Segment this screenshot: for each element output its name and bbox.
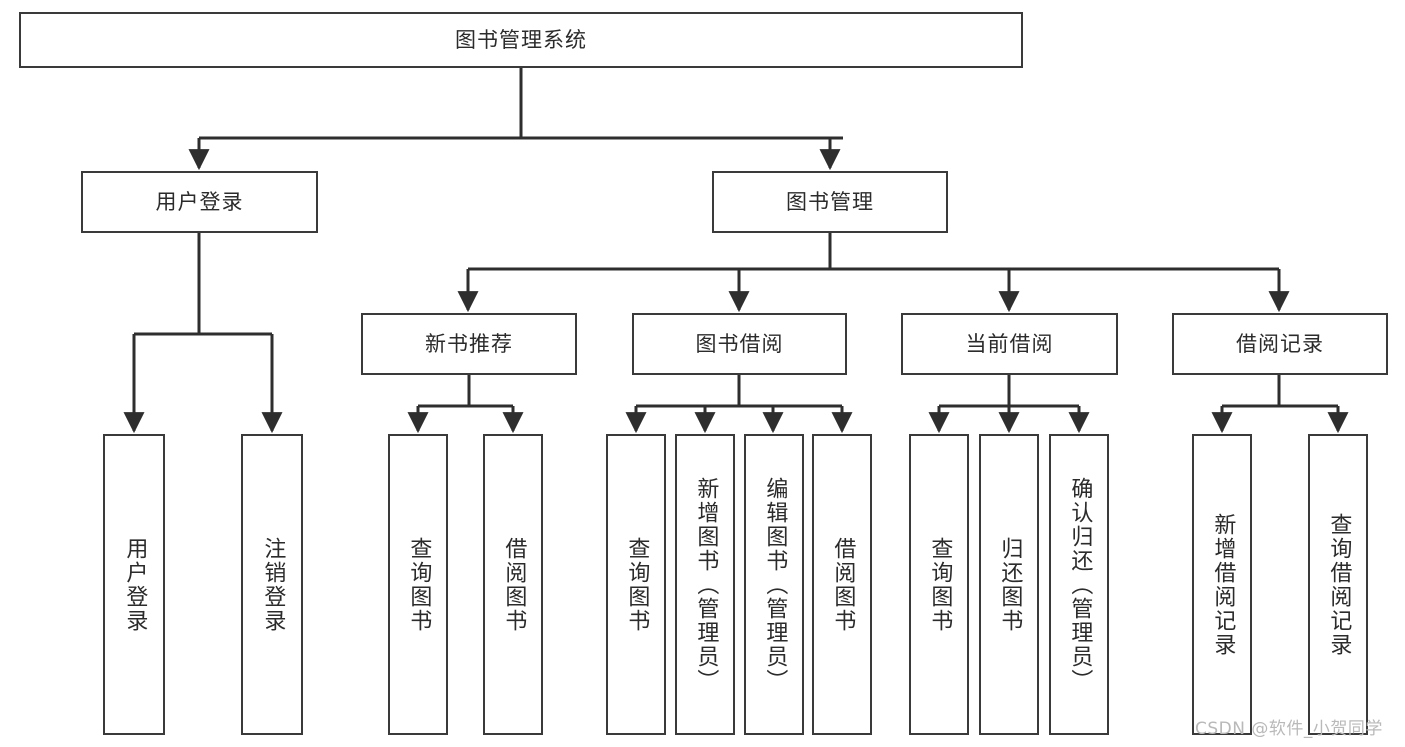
leaf-add-book-label: 新增图书（管理员） xyxy=(693,476,719,693)
node-book-borrow-label: 图书借阅 xyxy=(695,331,784,356)
leaf-query-book-c[interactable]: 查询图书 xyxy=(909,434,969,735)
leaf-query-book-a[interactable]: 查询图书 xyxy=(388,434,448,735)
leaf-user-login[interactable]: 用户登录 xyxy=(103,434,165,735)
node-user-login-label: 用户登录 xyxy=(155,189,244,214)
leaf-logout-label: 注销登录 xyxy=(260,536,286,633)
node-new-book-recommend[interactable]: 新书推荐 xyxy=(361,313,577,375)
leaf-query-record-label: 查询借阅记录 xyxy=(1326,512,1352,657)
leaf-query-book-a-label: 查询图书 xyxy=(406,536,432,633)
leaf-add-book[interactable]: 新增图书（管理员） xyxy=(675,434,735,735)
leaf-borrow-book-b[interactable]: 借阅图书 xyxy=(812,434,872,735)
leaf-borrow-book-b-label: 借阅图书 xyxy=(830,536,856,633)
leaf-edit-book[interactable]: 编辑图书（管理员） xyxy=(744,434,804,735)
leaf-query-book-b-label: 查询图书 xyxy=(624,536,650,633)
node-book-manage-label: 图书管理 xyxy=(786,189,874,214)
node-borrow-record-label: 借阅记录 xyxy=(1236,331,1324,356)
node-root[interactable]: 图书管理系统 xyxy=(19,12,1023,68)
leaf-query-book-b[interactable]: 查询图书 xyxy=(606,434,666,735)
node-borrow-record[interactable]: 借阅记录 xyxy=(1172,313,1388,375)
node-current-borrow-label: 当前借阅 xyxy=(965,331,1054,356)
leaf-confirm-return-label: 确认归还（管理员） xyxy=(1067,476,1093,693)
leaf-confirm-return[interactable]: 确认归还（管理员） xyxy=(1049,434,1109,735)
node-current-borrow[interactable]: 当前借阅 xyxy=(901,313,1118,375)
leaf-borrow-book-a[interactable]: 借阅图书 xyxy=(483,434,543,735)
leaf-query-book-c-label: 查询图书 xyxy=(927,536,953,633)
leaf-return-book-label: 归还图书 xyxy=(997,536,1023,633)
leaf-add-record-label: 新增借阅记录 xyxy=(1210,512,1236,657)
node-book-manage[interactable]: 图书管理 xyxy=(712,171,948,233)
leaf-return-book[interactable]: 归还图书 xyxy=(979,434,1039,735)
leaf-edit-book-label: 编辑图书（管理员） xyxy=(762,476,788,693)
leaf-borrow-book-a-label: 借阅图书 xyxy=(501,536,527,633)
node-root-label: 图书管理系统 xyxy=(455,27,587,52)
leaf-logout[interactable]: 注销登录 xyxy=(241,434,303,735)
leaf-add-record[interactable]: 新增借阅记录 xyxy=(1192,434,1252,735)
watermark: CSDN @软件_小贺同学 xyxy=(1195,719,1383,739)
leaf-user-login-label: 用户登录 xyxy=(122,536,148,633)
node-user-login[interactable]: 用户登录 xyxy=(81,171,318,233)
node-book-borrow[interactable]: 图书借阅 xyxy=(632,313,847,375)
leaf-query-record[interactable]: 查询借阅记录 xyxy=(1308,434,1368,735)
node-new-book-recommend-label: 新书推荐 xyxy=(425,331,513,356)
